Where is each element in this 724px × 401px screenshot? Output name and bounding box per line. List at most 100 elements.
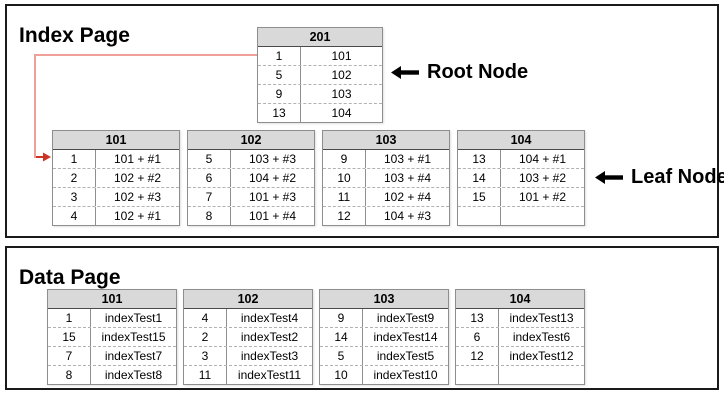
value-cell: 104 + #2 [248,171,297,185]
table-row: 13 104 + #1 [458,150,584,168]
value-cell: indexTest1 [104,311,163,325]
value-cell: indexTest7 [104,349,163,363]
value-cell: indexTest6 [512,330,571,344]
key-cell: 1 [53,150,96,168]
data-page-section: Data Page [5,246,719,390]
table-row: 1 101 [258,47,382,65]
value-cell: 103 + #3 [248,152,297,166]
key-cell: 1 [258,47,301,65]
key-cell: 13 [458,150,501,168]
value-cell: indexTest14 [373,330,438,344]
value-cell: indexTest11 [237,368,302,382]
key-cell: 5 [188,150,231,168]
value-cell: 101 + #4 [248,209,297,223]
table-row: 3 102 + #3 [53,187,179,206]
table-row: 6 indexTest6 [456,327,584,346]
value-cell: 101 + #1 [113,152,162,166]
table-row: 11 indexTest11 [184,365,312,384]
table-row: 3 indexTest3 [184,346,312,365]
table-header: 103 [323,131,449,150]
left-arrow-icon [595,171,623,184]
value-cell: indexTest3 [240,349,299,363]
value-cell: 103 [331,87,352,101]
value-cell: 104 [331,106,352,120]
key-cell: 10 [320,366,363,384]
value-cell: indexTest13 [509,311,574,325]
key-cell: 8 [188,207,231,225]
key-cell: 1 [48,309,91,327]
value-cell [499,366,584,384]
value-cell [501,207,584,225]
table-row: 8 101 + #4 [188,206,314,225]
table-row: 12 indexTest12 [456,346,584,365]
table-row: 7 indexTest7 [48,346,176,365]
key-cell: 8 [48,366,91,384]
root-node-label-text: Root Node [427,61,529,83]
leaf-node-label: Leaf Node [595,166,724,189]
table-header: 102 [184,290,312,309]
key-cell: 14 [320,328,363,346]
key-cell: 15 [48,328,91,346]
left-arrow-icon [391,66,419,79]
key-cell: 15 [458,188,501,206]
key-cell: 5 [320,347,363,365]
table-header: 101 [53,131,179,150]
key-cell [458,207,501,225]
table-header: 102 [188,131,314,150]
value-cell: 101 + #3 [248,190,297,204]
key-cell: 13 [456,309,499,327]
value-cell: 104 + #3 [383,209,432,223]
value-cell: indexTest10 [373,368,438,382]
table-header: 101 [48,290,176,309]
table-row: 7 101 + #3 [188,187,314,206]
value-cell: 102 + #3 [113,190,162,204]
key-cell: 2 [184,328,227,346]
key-cell: 9 [323,150,366,168]
value-cell: 103 + #2 [518,171,567,185]
key-cell: 11 [323,188,366,206]
value-cell: 101 [331,49,352,63]
key-cell [456,366,499,384]
key-cell: 4 [184,309,227,327]
value-cell: indexTest8 [104,368,163,382]
key-cell: 2 [53,169,96,187]
leaf-node-label-text: Leaf Node [631,166,724,188]
table-header: 201 [258,28,382,47]
table-row: 15 101 + #2 [458,187,584,206]
value-cell: 103 + #4 [383,171,432,185]
key-cell: 3 [184,347,227,365]
table-header: 103 [320,290,448,309]
key-cell: 13 [258,104,301,122]
table-row: 8 indexTest8 [48,365,176,384]
key-cell: 11 [184,366,227,384]
key-cell: 6 [188,169,231,187]
value-cell: 102 + #4 [383,190,432,204]
key-cell: 6 [456,328,499,346]
table-row [456,365,584,384]
key-cell: 3 [53,188,96,206]
value-cell: 102 [331,68,352,82]
table-header: 104 [458,131,584,150]
value-cell: 102 + #2 [113,171,162,185]
value-cell: 104 + #1 [518,152,567,166]
index-page-title: Index Page [19,24,130,48]
data-page-title: Data Page [19,266,121,290]
key-cell: 7 [48,347,91,365]
key-cell: 12 [456,347,499,365]
key-cell: 9 [320,309,363,327]
root-node-label: Root Node [391,61,528,84]
value-cell: indexTest12 [509,349,574,363]
value-cell: 101 + #2 [518,190,567,204]
key-cell: 7 [188,188,231,206]
